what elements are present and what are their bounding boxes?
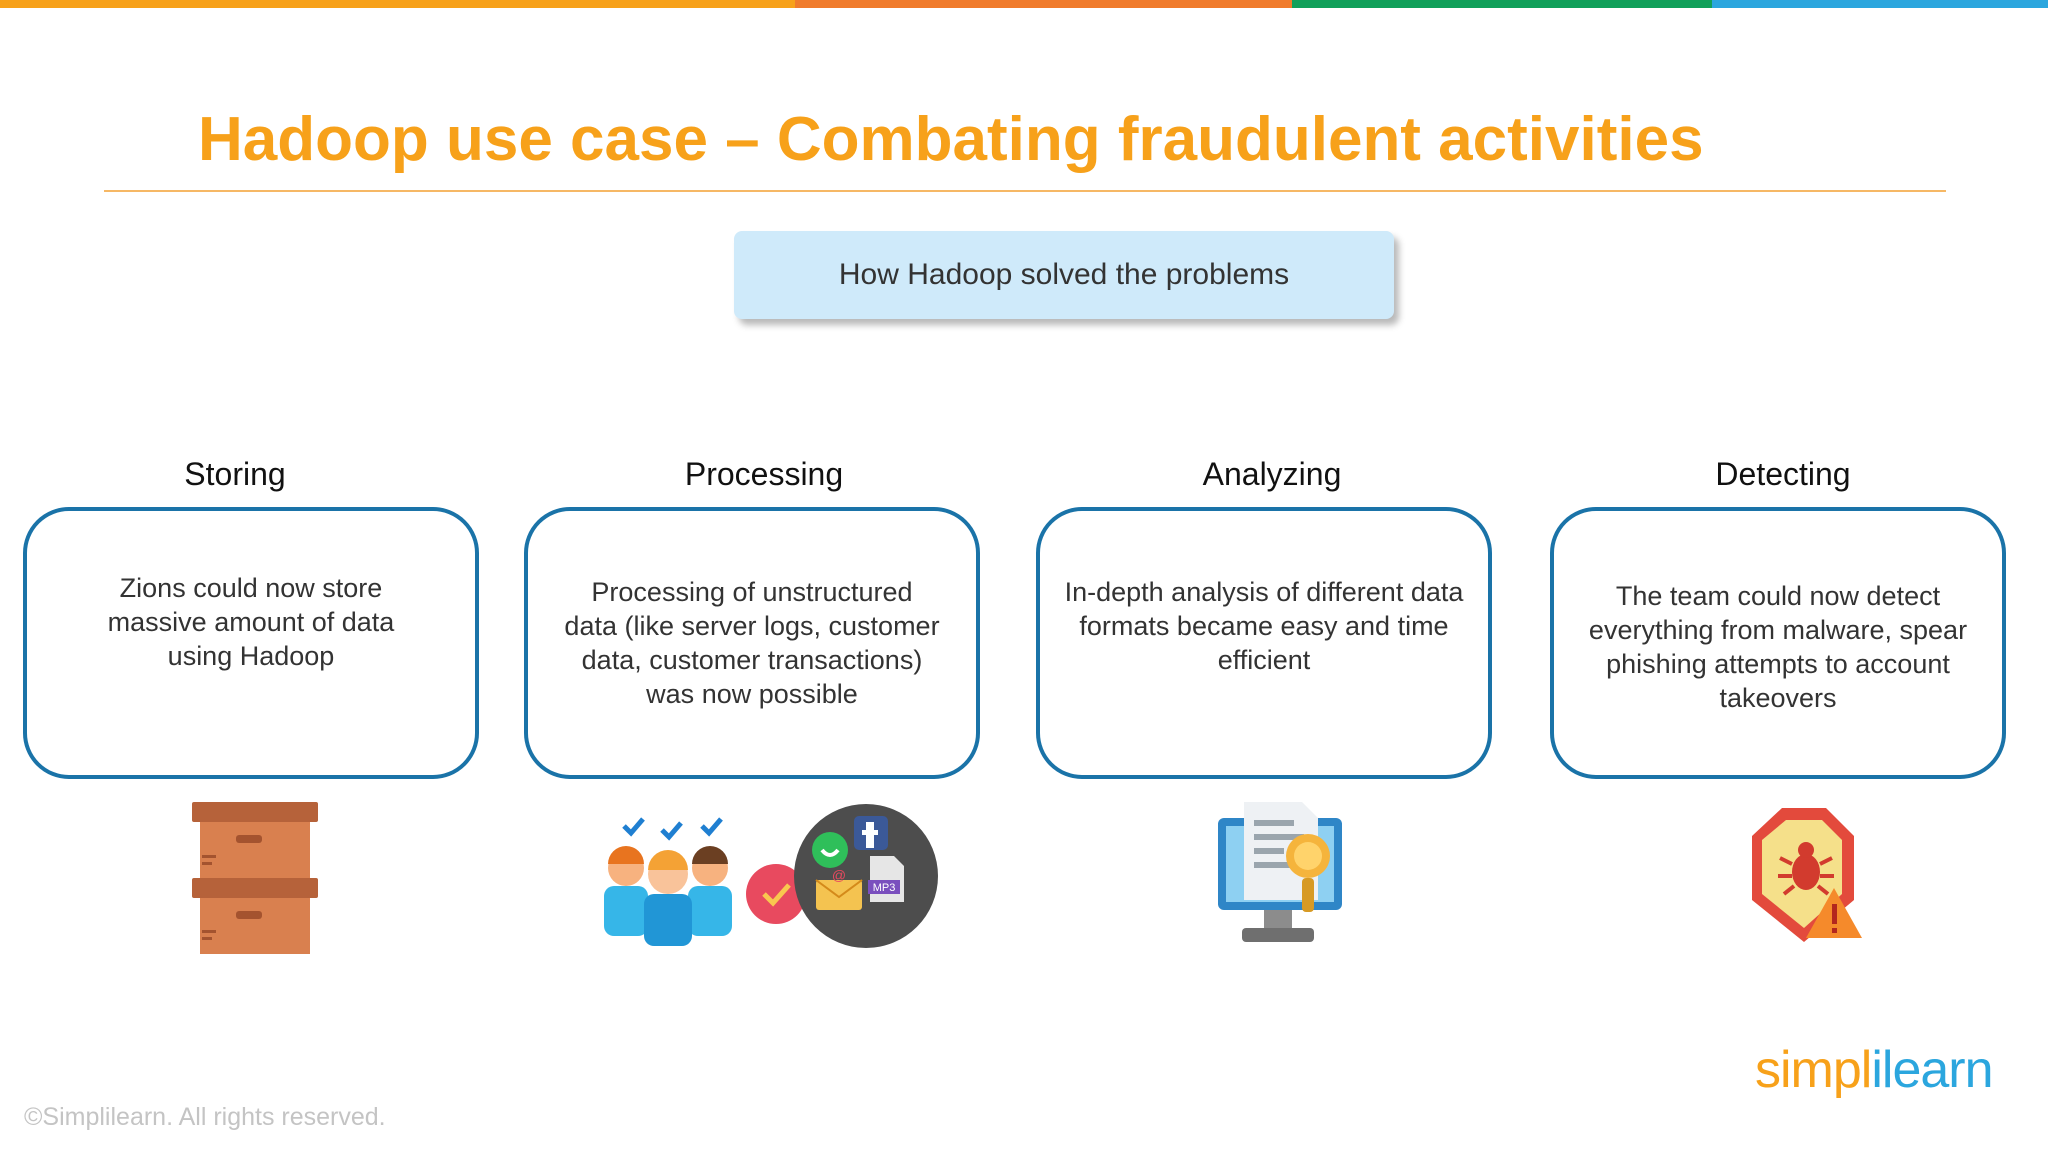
box-analyzing: In-depth analysis of different data form…: [1036, 507, 1492, 779]
box-analyzing-text: In-depth analysis of different data form…: [1065, 575, 1464, 775]
text-line: formats became easy and time: [1079, 611, 1449, 641]
text-line: everything from malware, spear: [1588, 615, 1968, 645]
box-detecting: The team could now detect everything fro…: [1550, 507, 2006, 779]
shield-bug-warning-icon: [1752, 808, 1862, 942]
box-detecting-text: The team could now detect everything fro…: [1589, 579, 1967, 775]
logo-part-ilearn: ilearn: [1871, 1041, 1993, 1099]
text-line: using Hadoop: [167, 641, 335, 671]
text-line: In-depth analysis of different data: [1064, 577, 1464, 607]
text-line: was now possible: [646, 679, 858, 709]
column-heading-analyzing: Analyzing: [1202, 456, 1342, 492]
text-line: massive amount of data: [107, 607, 395, 637]
text-line: phishing attempts to account: [1606, 649, 1950, 679]
top-bar-segment-dark-orange: [795, 0, 1292, 8]
column-heading-detecting: Detecting: [1715, 456, 1851, 492]
top-bar-segment-green: [1292, 0, 1712, 8]
document-magnifier-monitor-icon: [1218, 802, 1342, 942]
box-storing-text: Zions could now store massive amount of …: [108, 571, 395, 775]
at-sign-label: @: [832, 867, 846, 883]
top-bar-segment-blue: [1712, 0, 2048, 8]
text-line: efficient: [1217, 645, 1311, 675]
people-and-data-icon: @ MP3: [604, 804, 938, 948]
slide-title: Hadoop use case – Combating fraudulent a…: [198, 105, 1704, 174]
title-underline: [104, 190, 1946, 192]
top-bar-segment-orange: [0, 0, 795, 8]
logo-part-simpl: simpl: [1755, 1041, 1872, 1099]
simplilearn-logo: simplilearn: [1755, 1040, 1994, 1100]
callout-text: How Hadoop solved the problems: [838, 258, 1290, 291]
box-processing-text: Processing of unstructured data (like se…: [564, 575, 939, 775]
text-line: Zions could now store: [119, 573, 383, 603]
copyright-notice: ©Simplilearn. All rights reserved.: [24, 1103, 386, 1131]
box-storing: Zions could now store massive amount of …: [23, 507, 479, 779]
text-line: data (like server logs, customer: [564, 611, 940, 641]
mp3-label: MP3: [873, 882, 896, 894]
text-line: Processing of unstructured: [591, 577, 913, 607]
text-line: data, customer transactions): [581, 645, 923, 675]
text-line: The team could now detect: [1615, 581, 1941, 611]
box-processing: Processing of unstructured data (like se…: [524, 507, 980, 779]
column-heading-storing: Storing: [184, 456, 286, 492]
column-heading-processing: Processing: [684, 456, 844, 492]
top-color-bar: [0, 0, 2048, 8]
stacked-boxes-icon: [192, 802, 318, 954]
text-line: takeovers: [1719, 683, 1837, 713]
callout-box: How Hadoop solved the problems: [734, 231, 1394, 319]
